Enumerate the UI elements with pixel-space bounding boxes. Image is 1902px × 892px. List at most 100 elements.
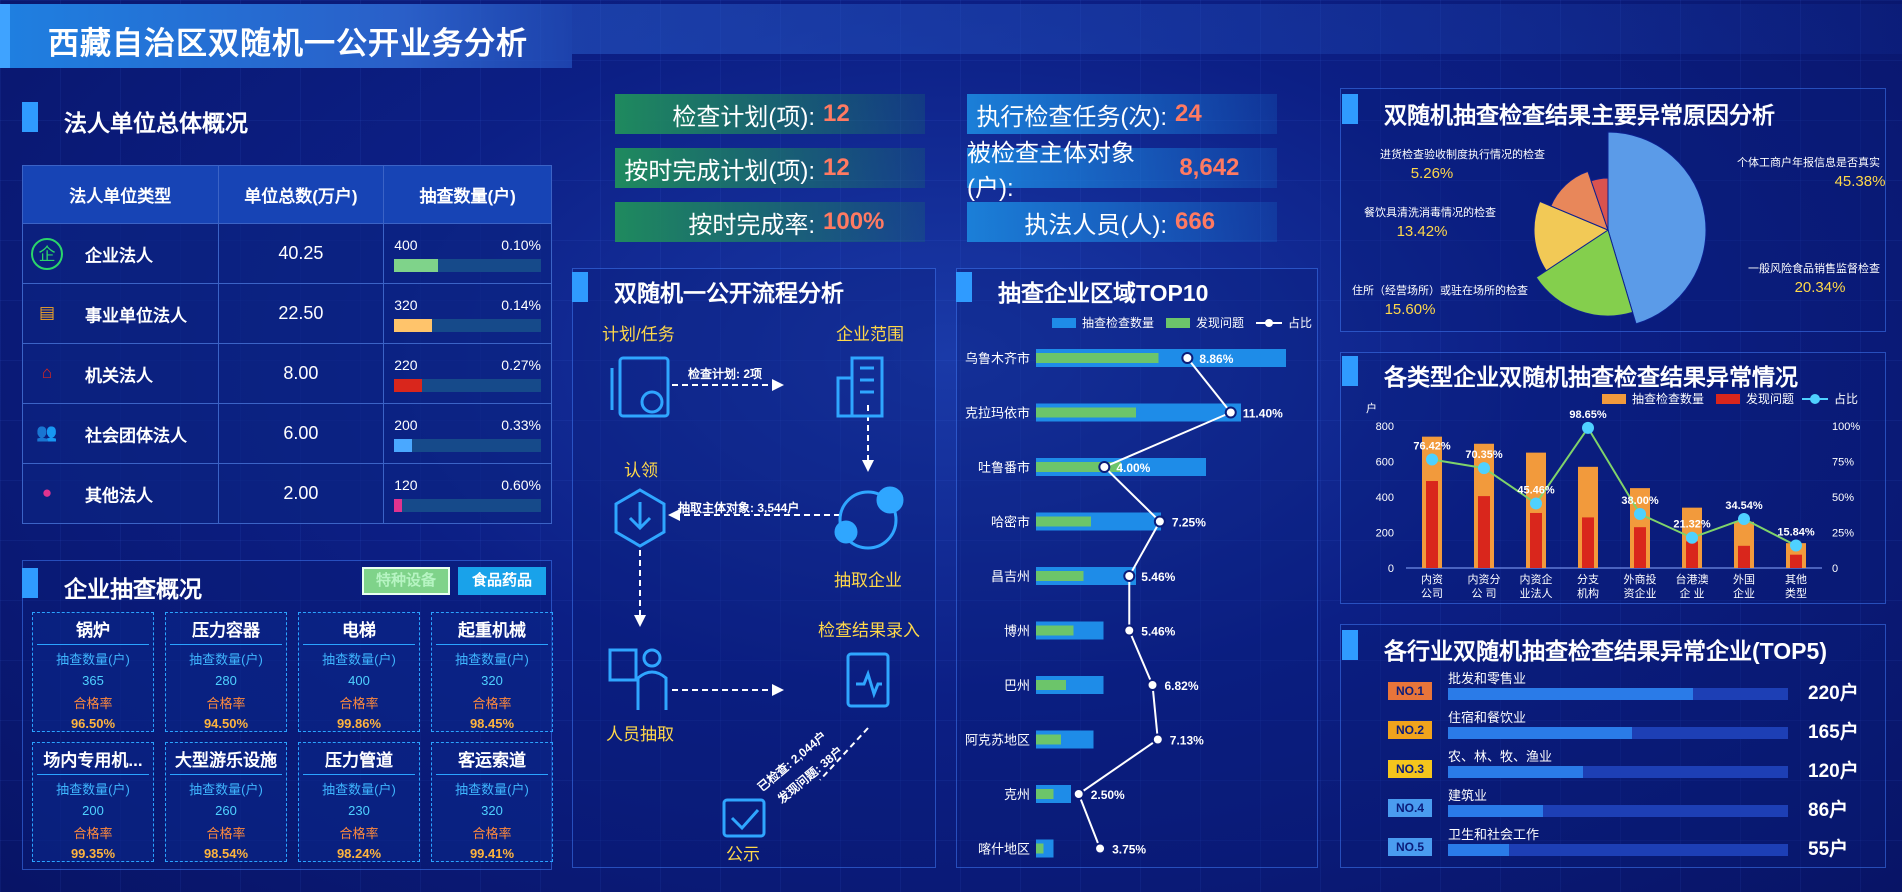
ratio-point	[1478, 462, 1490, 475]
kpi-card: 检查计划(项):12	[615, 94, 925, 134]
arrowhead	[668, 509, 680, 521]
y2-tick-label: 25%	[1832, 528, 1854, 540]
legal-type-label: 其他法人	[85, 486, 153, 505]
card-rate-value: 98.54%	[203, 846, 249, 861]
bar-problem	[1036, 407, 1136, 418]
bar-problem	[1530, 512, 1542, 568]
pie-slice	[1607, 131, 1707, 325]
y-tick-label: 600	[1376, 457, 1394, 469]
card-count-label: 抽查数量(户)	[189, 652, 263, 667]
kpi-label: 执法人员(人):	[1024, 211, 1167, 239]
kpi-label: 被检查主体对象(户):	[967, 140, 1135, 202]
cell-total: 8.00	[217, 343, 385, 404]
rank-badge: NO.4	[1388, 799, 1432, 817]
y-axis-label: 户	[1366, 401, 1377, 415]
x-tick-label: 其他	[1785, 573, 1807, 586]
ratio-point	[1123, 624, 1136, 637]
category-label: 克拉玛依市	[965, 406, 1030, 421]
flow-connector	[819, 727, 869, 781]
category-label: 巴州	[1004, 678, 1030, 693]
card-divider	[436, 644, 548, 645]
industry-bar-track	[1448, 844, 1788, 856]
industry-name: 建筑业	[1448, 788, 1488, 803]
y2-tick-label: 75%	[1832, 457, 1854, 469]
x-tick-label: 内资分	[1468, 572, 1501, 586]
industry-bar-track	[1448, 727, 1788, 739]
card-divider	[170, 644, 282, 645]
card-count-value: 260	[215, 803, 237, 818]
x-tick-label: 企业	[1733, 586, 1755, 600]
pie-category-label: 进货检查验收制度执行情况的检查	[1380, 147, 1545, 161]
y2-tick-label: 100%	[1832, 421, 1860, 433]
ratio-line	[1077, 357, 1233, 849]
bar-problem	[1036, 680, 1066, 690]
count-pct: 0.27%	[501, 357, 541, 373]
ratio-label: 4.00%	[1116, 461, 1150, 475]
x-tick-label: 业法人	[1520, 586, 1553, 600]
x-tick-label: 内资企	[1520, 572, 1553, 586]
legend-marker	[1265, 319, 1273, 327]
pie-category-label: 个体工商户年报信息是否真实	[1737, 155, 1880, 169]
rank-badge: NO.1	[1388, 682, 1432, 700]
count-bar-track	[394, 319, 541, 332]
ratio-label: 21.32%	[1673, 519, 1711, 531]
pie-category-label: 一般风险食品销售监督检查	[1748, 261, 1880, 275]
pie-value-label: 5.26%	[1411, 165, 1454, 182]
card-title: 压力管道	[325, 751, 393, 770]
ratio-label: 76.42%	[1413, 440, 1451, 452]
card-rate-value: 99.41%	[469, 846, 515, 861]
ratio-point	[1094, 842, 1107, 855]
ratio-point	[1530, 497, 1542, 510]
ratio-point	[1181, 352, 1194, 364]
card-rate-label: 合格率	[73, 826, 113, 841]
ratio-label: 5.46%	[1141, 570, 1175, 584]
flow-extract-label: 抽取企业	[834, 571, 902, 590]
ratio-point	[1151, 733, 1164, 746]
card-count-value: 365	[82, 673, 104, 688]
ratio-label: 3.75%	[1112, 843, 1146, 857]
legend-label: 抽查检查数量	[1632, 391, 1704, 406]
ratio-line	[1431, 426, 1797, 547]
x-tick-label: 台港澳	[1676, 572, 1709, 586]
category-label: 克州	[1004, 787, 1030, 802]
card-count-value: 400	[348, 673, 370, 688]
count-value: 220	[394, 357, 418, 373]
tab-special-equipment[interactable]: 特种设备	[362, 567, 450, 595]
count-bar-fill	[394, 259, 439, 272]
section-marker	[1342, 356, 1358, 386]
pie-slice	[1590, 177, 1609, 231]
ratio-label: 2.50%	[1091, 788, 1125, 802]
card-divider	[170, 774, 282, 775]
app-header: 西藏自治区双随机一公开业务分析	[0, 4, 572, 68]
count-bar-track	[394, 439, 541, 452]
card-divider	[436, 774, 548, 775]
card-title: 压力容器	[192, 621, 260, 640]
ratio-point	[1686, 531, 1698, 544]
section-title-reason: 双随机抽查检查结果主要异常原因分析	[1384, 102, 1775, 128]
card-divider	[37, 644, 149, 645]
category-label: 乌鲁木齐市	[965, 351, 1030, 366]
card-rate-label: 合格率	[206, 696, 246, 711]
count-bar-fill	[394, 319, 433, 332]
tab-food-drug[interactable]: 食品药品	[458, 567, 546, 595]
legal-type-label: 企业法人	[85, 246, 153, 265]
person-icon	[608, 648, 668, 710]
x-tick-label: 类型	[1785, 586, 1807, 600]
ratio-label: 7.13%	[1170, 734, 1204, 748]
card-count-value: 200	[82, 803, 104, 818]
x-tick-label: 企 业	[1679, 586, 1704, 600]
flow-claim-label: 认领	[624, 461, 658, 480]
cell-type: ▤事业单位法人	[22, 283, 219, 344]
cell-type: ●其他法人	[22, 463, 219, 524]
